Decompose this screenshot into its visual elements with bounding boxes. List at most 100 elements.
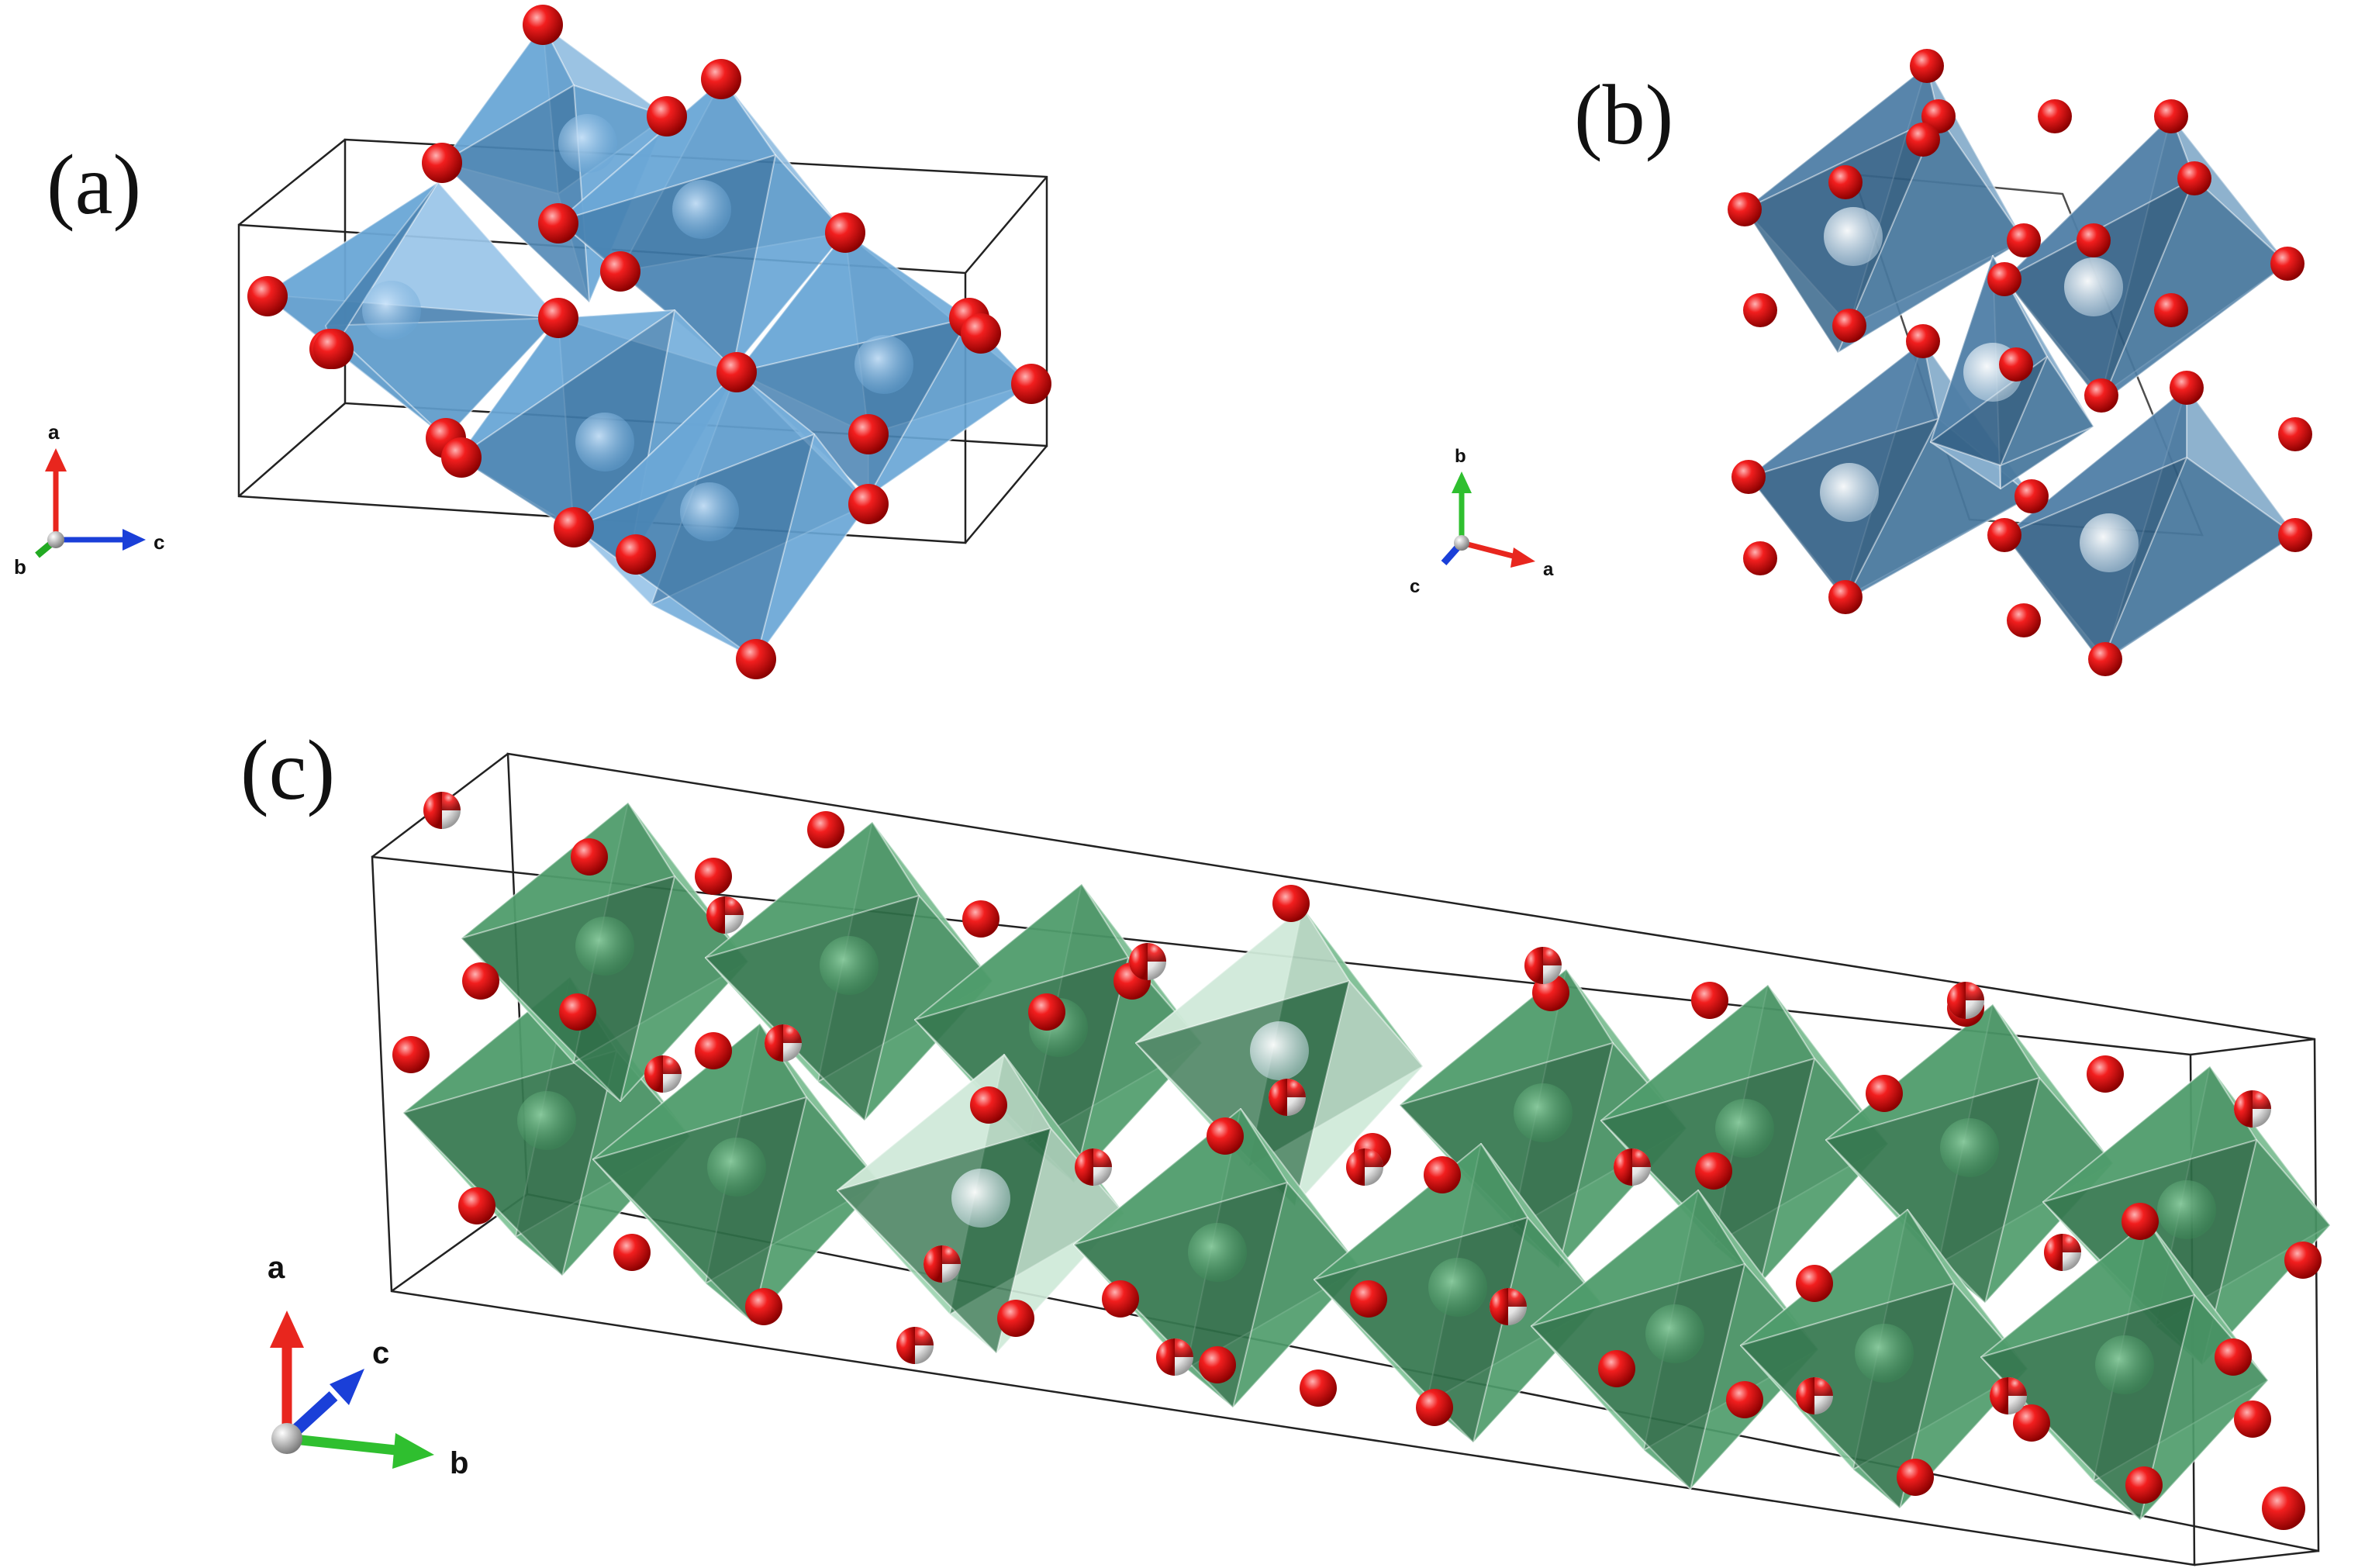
oxygen-atom: [695, 1032, 732, 1069]
polyhedron-c-9: [1314, 1143, 1602, 1443]
cation-center: [1250, 1021, 1309, 1080]
cation-center: [707, 1138, 766, 1197]
mixed-site-atom: [423, 792, 461, 829]
oxygen-atom: [1726, 1381, 1763, 1418]
oxygen-atom: [970, 1086, 1007, 1124]
polyhedron-c-6: [1135, 907, 1424, 1207]
oxygen-atom: [1832, 309, 1866, 343]
axis-triad-b: b a c: [1410, 446, 1554, 597]
oxygen-atom: [736, 639, 776, 679]
oxygen-atom: [2234, 1400, 2271, 1438]
oxygen-atom: [2007, 603, 2041, 637]
panel-a: (a) a c b: [14, 5, 1051, 679]
cation-center: [2080, 513, 2139, 572]
mixed-site-atom: [1075, 1148, 1112, 1186]
axis-label-c-z: c: [372, 1336, 389, 1370]
oxygen-atom: [600, 251, 640, 292]
cation-center: [1188, 1223, 1247, 1282]
cation-center: [2095, 1335, 2154, 1394]
mixed-site-atom: [1524, 947, 1562, 984]
oxygen-atom: [1987, 518, 2021, 552]
oxygen-atom: [647, 96, 687, 136]
oxygen-atom: [2084, 378, 2118, 413]
oxygen-atom: [2154, 293, 2188, 327]
oxygen-atom: [313, 329, 354, 369]
oxygen-atom: [1416, 1389, 1453, 1426]
oxygen-atom: [1828, 580, 1863, 614]
oxygen-atom: [2013, 1404, 2050, 1442]
oxygen-atom: [1796, 1265, 1833, 1302]
axis-label-a-y: a: [48, 420, 60, 444]
oxygen-atom: [1906, 123, 1940, 157]
mixed-site-atom: [706, 896, 744, 934]
cation-center: [575, 413, 634, 471]
oxygen-atom: [2007, 223, 2041, 257]
oxygen-atom: [613, 1234, 651, 1271]
oxygen-atom: [1999, 347, 2033, 382]
mixed-site-atom: [2044, 1234, 2081, 1271]
axis-label-b-z: c: [1410, 576, 1420, 597]
oxygen-atom: [2278, 417, 2312, 451]
oxygen-atom: [1866, 1075, 1903, 1112]
oxygen-atom: [1207, 1117, 1244, 1155]
oxygen-atom: [745, 1288, 782, 1325]
mixed-site-atom: [1269, 1079, 1306, 1116]
oxygen-atom: [458, 1187, 495, 1224]
polyhedron-c-7: [1073, 1108, 1362, 1408]
mixed-site-atom: [1990, 1377, 2027, 1414]
oxygen-atom: [1300, 1369, 1337, 1407]
oxygen-atom: [247, 276, 288, 316]
oxygen-atom: [523, 5, 563, 45]
polyhedron-c-5: [837, 1054, 1125, 1354]
oxygen-atom: [1028, 993, 1065, 1031]
axis-label-a-z: b: [14, 555, 26, 579]
oxygen-atom: [997, 1300, 1034, 1337]
panel-c-label: (c): [240, 723, 335, 817]
oxygen-atom: [1743, 293, 1777, 327]
oxygen-atom: [392, 1036, 430, 1073]
oxygen-atom: [961, 313, 1001, 354]
panel-a-label: (a): [47, 137, 141, 232]
oxygen-atom: [1987, 262, 2021, 296]
oxygen-atom: [695, 858, 732, 895]
oxygen-atom: [1102, 1280, 1139, 1318]
oxygen-atom: [1598, 1350, 1635, 1387]
polyhedron-c-1: [461, 802, 749, 1102]
oxygen-atom: [701, 59, 741, 99]
oxygen-atom: [962, 900, 999, 938]
mixed-site-atom: [1129, 943, 1166, 980]
oxygen-atom: [616, 534, 656, 575]
axis-label-b-x: a: [1543, 559, 1554, 580]
cation-center: [362, 281, 421, 340]
structure-b: [1728, 49, 2312, 676]
structure-a: [237, 5, 1051, 679]
oxygen-atom: [441, 437, 482, 478]
mixed-site-atom: [1947, 982, 1984, 1019]
oxygen-atom: [2125, 1466, 2163, 1504]
oxygen-atom: [571, 838, 608, 876]
cation-center: [2157, 1180, 2216, 1239]
cation-center: [951, 1169, 1010, 1228]
cation-center: [1645, 1304, 1704, 1363]
axis-label-c-x: b: [450, 1446, 468, 1480]
oxygen-atom: [1906, 324, 1940, 358]
mixed-site-atom: [1614, 1148, 1651, 1186]
oxygen-atom: [1350, 1280, 1387, 1318]
oxygen-atom: [1011, 364, 1051, 404]
oxygen-atom: [1743, 541, 1777, 575]
oxygen-atom: [716, 352, 757, 392]
cation-center: [854, 335, 913, 394]
octahedron-b-3: [2004, 387, 2296, 664]
oxygen-atom: [538, 203, 578, 243]
oxygen-atom: [2170, 371, 2204, 405]
octahedron-b-4: [1930, 255, 2094, 489]
oxygen-atom: [2088, 642, 2122, 676]
oxygen-atom: [848, 414, 889, 454]
oxygen-atom: [2177, 161, 2211, 195]
axis-label-b-y: b: [1455, 446, 1466, 467]
oxygen-atom: [538, 298, 578, 338]
axis-label-c-y: a: [268, 1251, 285, 1285]
cation-center: [575, 917, 634, 976]
mixed-site-atom: [1346, 1148, 1383, 1186]
